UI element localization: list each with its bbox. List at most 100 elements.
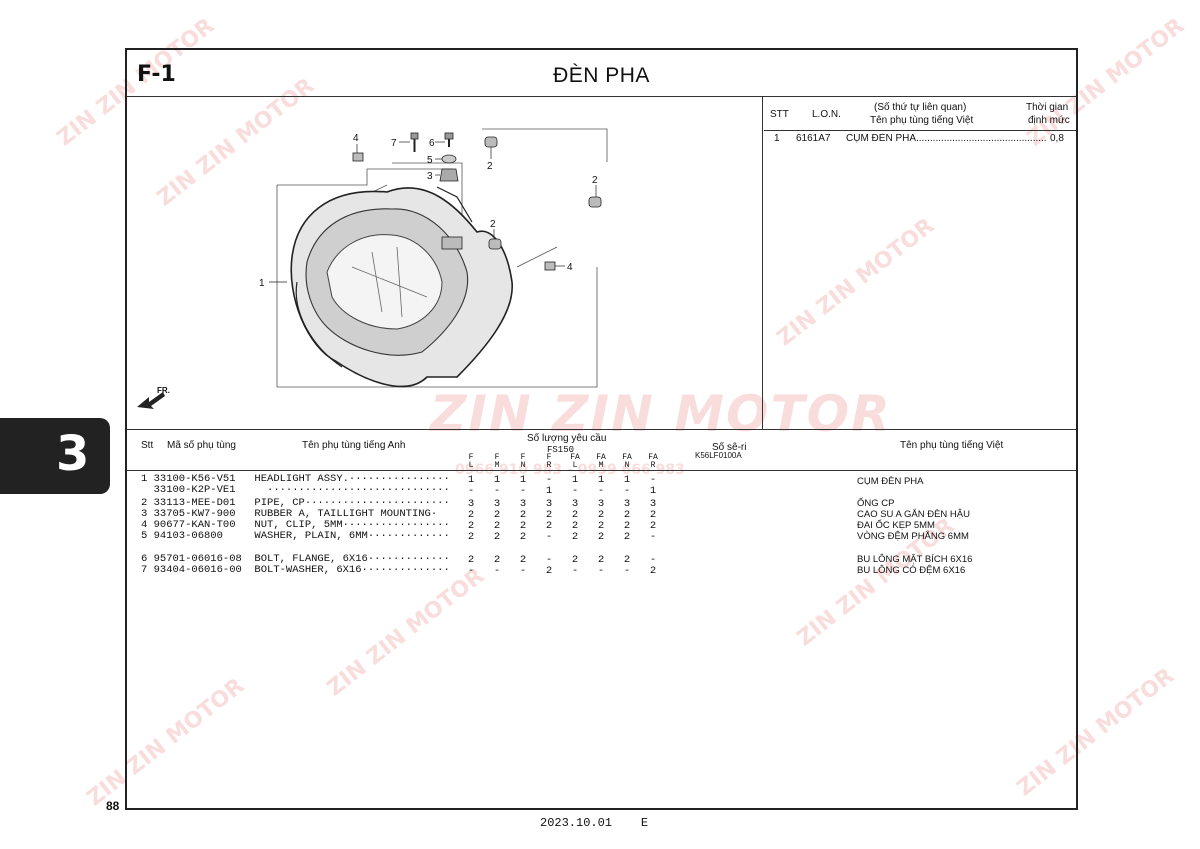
qty-cell: 3 — [571, 498, 579, 510]
qty-cell: 2 — [597, 554, 605, 566]
qty-cell: - — [545, 474, 553, 486]
qty-cell: 2 — [493, 520, 501, 532]
qty-cell: 2 — [597, 520, 605, 532]
callout-2: 2 — [487, 161, 493, 172]
table-row: 4 90677-KAN-T00 NUT, CLIP, 5MM··········… — [141, 519, 450, 531]
table-row: 1 33100-K56-V51 HEADLIGHT ASSY.·········… — [141, 473, 450, 485]
qty-cell: 3 — [493, 498, 501, 510]
qty-cell: 3 — [649, 498, 657, 510]
th-name-en: Tên phụ tùng tiếng Anh — [302, 440, 406, 451]
qty-cell: 2 — [545, 565, 553, 577]
callout-4: 4 — [353, 133, 359, 144]
table-row: 6 95701-06016-08 BOLT, FLANGE, 6X16·····… — [141, 553, 450, 565]
qty-col-model: FA — [622, 453, 632, 462]
washer-5 — [441, 154, 457, 164]
qty-cell: 2 — [571, 509, 579, 521]
qty-cell: 2 — [571, 520, 579, 532]
qty-cell: - — [493, 565, 501, 577]
callout-3: 3 — [427, 171, 433, 182]
th-stt: Stt — [141, 440, 154, 451]
nut-clip-4 — [352, 152, 364, 162]
qty-cell: - — [493, 485, 501, 497]
diagram-code: K56LF0100A — [695, 451, 742, 460]
qty-col-variant: L — [572, 461, 578, 470]
qty-col-model: F — [520, 453, 526, 462]
lon-header-time1: Thời gian — [1026, 102, 1069, 113]
vn-name-cell: VÒNG ĐỆM PHẲNG 6MM — [857, 531, 969, 542]
vn-name-cell: CAO SU A GẮN ĐÈN HẬU — [857, 509, 970, 520]
qty-cell: 2 — [493, 554, 501, 566]
section-tab-number: 3 — [56, 426, 90, 482]
qty-cell: - — [623, 485, 631, 497]
vn-name-cell: BU LÔNG CÓ ĐỆM 6X16 — [857, 565, 966, 576]
th-model: FS150 — [547, 445, 575, 455]
fr-label: FR. — [157, 386, 170, 395]
qty-cell: 1 — [623, 474, 631, 486]
qty-cell: - — [649, 474, 657, 486]
lon-panel: STT L.O.N. (Số thứ tự liên quan) Tên phụ… — [764, 97, 1076, 429]
footer-letter: E — [640, 816, 649, 830]
lon-header-related: (Số thứ tự liên quan) — [874, 102, 967, 113]
qty-col-variant: R — [650, 461, 656, 470]
qty-cell: 2 — [467, 509, 475, 521]
qty-col-variant: L — [468, 461, 474, 470]
exploded-diagram: 1 2 2 2 3 4 4 5 6 7 FR. K56LF0100A — [127, 97, 763, 460]
table-row: 3 33705-KW7-900 RUBBER A, TAILLIGHT MOUN… — [141, 508, 438, 520]
bolt-6 — [444, 132, 454, 147]
callout-1: 1 — [259, 278, 265, 289]
table-row: 5 94103-06800 WASHER, PLAIN, 6MM········… — [141, 530, 450, 542]
vn-name-cell: ĐAI ỐC KẸP 5MM — [857, 520, 935, 531]
lon-header-lon: L.O.N. — [812, 109, 841, 120]
qty-cell: 2 — [571, 554, 579, 566]
qty-col-model: F — [546, 453, 552, 462]
lon-row-name: CỤM ĐÈN PHA.............................… — [846, 133, 1046, 144]
qty-cell: 1 — [467, 474, 475, 486]
qty-cell: - — [597, 565, 605, 577]
lon-row-stt: 1 — [774, 133, 780, 144]
qty-col-model: FA — [596, 453, 606, 462]
nut-clip-4b — [544, 261, 556, 271]
qty-col-variant: N — [520, 461, 526, 470]
qty-cell: 2 — [519, 554, 527, 566]
qty-cell: - — [571, 485, 579, 497]
qty-col-model: F — [468, 453, 474, 462]
qty-cell: 2 — [519, 520, 527, 532]
callout-2: 2 — [490, 219, 496, 230]
qty-cell: - — [545, 554, 553, 566]
qty-cell: 2 — [623, 509, 631, 521]
qty-cell: 3 — [519, 498, 527, 510]
qty-cell: 1 — [571, 474, 579, 486]
qty-cell: - — [545, 531, 553, 543]
qty-cell: 2 — [467, 531, 475, 543]
qty-cell: - — [623, 565, 631, 577]
qty-cell: 3 — [597, 498, 605, 510]
qty-cell: 2 — [649, 520, 657, 532]
callout-2: 2 — [592, 175, 598, 186]
callout-6: 6 — [429, 138, 435, 149]
qty-cell: 1 — [649, 485, 657, 497]
callout-5: 5 — [427, 155, 433, 166]
pipe-2b — [588, 196, 602, 208]
lon-header-name: Tên phụ tùng tiếng Việt — [870, 115, 974, 126]
divider — [127, 470, 1076, 471]
lon-header-stt: STT — [770, 109, 789, 120]
qty-cell: 1 — [519, 474, 527, 486]
qty-cell: 2 — [623, 520, 631, 532]
qty-cell: 2 — [519, 531, 527, 543]
vn-name-cell: CỤM ĐÈN PHA — [857, 476, 924, 487]
qty-col-model: F — [494, 453, 500, 462]
qty-cell: 2 — [649, 509, 657, 521]
qty-cell: 2 — [493, 531, 501, 543]
page-number: 88 — [106, 799, 120, 813]
pipe-2a — [484, 136, 498, 148]
qty-cell: - — [519, 565, 527, 577]
qty-cell: 2 — [597, 509, 605, 521]
qty-cell: 2 — [493, 509, 501, 521]
footer: 2023.10.01 E — [540, 816, 648, 830]
